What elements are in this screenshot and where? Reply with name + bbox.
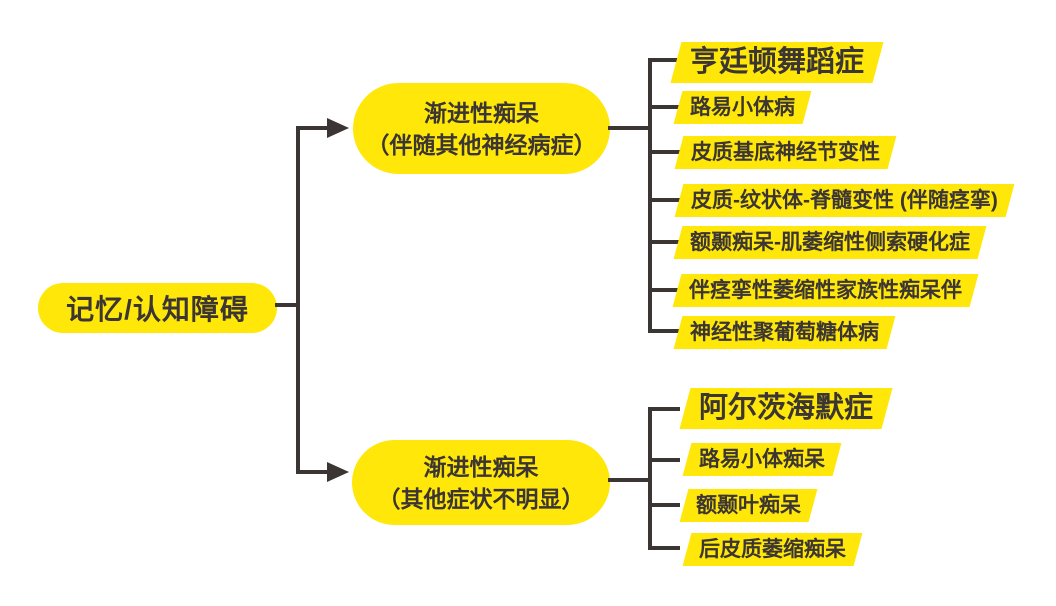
leaf-lewy-body-disease: 路易小体病 xyxy=(678,91,807,124)
arrow-head-branch-2 xyxy=(327,462,349,482)
branch-2-tick-4 xyxy=(648,546,680,550)
branch-1-tick-1 xyxy=(648,58,680,62)
leaf-alzheimers: 阿尔茨海默症 xyxy=(685,388,887,429)
branch-2-tick-1 xyxy=(648,407,680,411)
branch-2-tick-3 xyxy=(648,503,680,507)
leaf-polyglucosan: 神经性聚葡萄糖体病 xyxy=(678,316,891,349)
branch-1-tick-7 xyxy=(648,329,680,333)
connector-branch-1-to-spine xyxy=(608,126,652,130)
connector-branch-2-to-spine xyxy=(608,478,652,482)
branch-1-label-line2: （伴随其他神经病症） xyxy=(366,131,597,158)
leaf-posterior-cortical: 后皮质萎缩痴呆 xyxy=(687,533,858,566)
leaf-familial-dementia: 伴痉挛性萎缩性家族性痴呆伴 xyxy=(677,274,974,307)
bracket-vertical-line xyxy=(296,126,300,474)
leaf-corticobasal: 皮质基底神经节变性 xyxy=(679,136,892,169)
branch-1-spine xyxy=(648,58,652,333)
root-node: 记忆/认知障碍 xyxy=(38,283,277,333)
root-node-label: 记忆/认知障碍 xyxy=(66,294,249,325)
branch-1-tick-5 xyxy=(648,240,680,244)
connector-root-to-bracket xyxy=(275,303,298,307)
branch-2-label-line1: 渐进性痴呆 xyxy=(423,453,539,480)
connector-to-branch-1 xyxy=(296,126,328,130)
leaf-cortico-striatal: 皮质-纹状体-脊髓变性 (伴随痉挛) xyxy=(679,184,1010,217)
branch-2-tick-2 xyxy=(648,458,680,462)
connector-to-branch-2 xyxy=(296,470,328,474)
branch-1-tick-3 xyxy=(648,150,680,154)
leaf-huntington: 亨廷顿舞蹈症 xyxy=(676,42,878,83)
branch-1-tick-2 xyxy=(648,105,680,109)
branch-2-label-line2: （其他症状不明显） xyxy=(377,485,585,512)
leaf-ftd-als: 额颞痴呆-肌萎缩性侧索硬化症 xyxy=(678,226,982,259)
branch-1-tick-6 xyxy=(648,288,680,292)
arrow-head-branch-1 xyxy=(327,118,349,138)
branch-2-spine xyxy=(648,407,652,550)
leaf-lewy-body-dementia: 路易小体痴呆 xyxy=(687,443,837,476)
leaf-frontotemporal: 额颞叶痴呆 xyxy=(684,489,813,522)
branch-1-label-line1: 渐进性痴呆 xyxy=(424,99,539,126)
branch-node-progressive-dementia-plain: 渐进性痴呆 （其他症状不明显） xyxy=(352,440,610,525)
branch-node-progressive-dementia-neuro: 渐进性痴呆 （伴随其他神经病症） xyxy=(353,83,610,174)
branch-1-tick-4 xyxy=(648,198,680,202)
